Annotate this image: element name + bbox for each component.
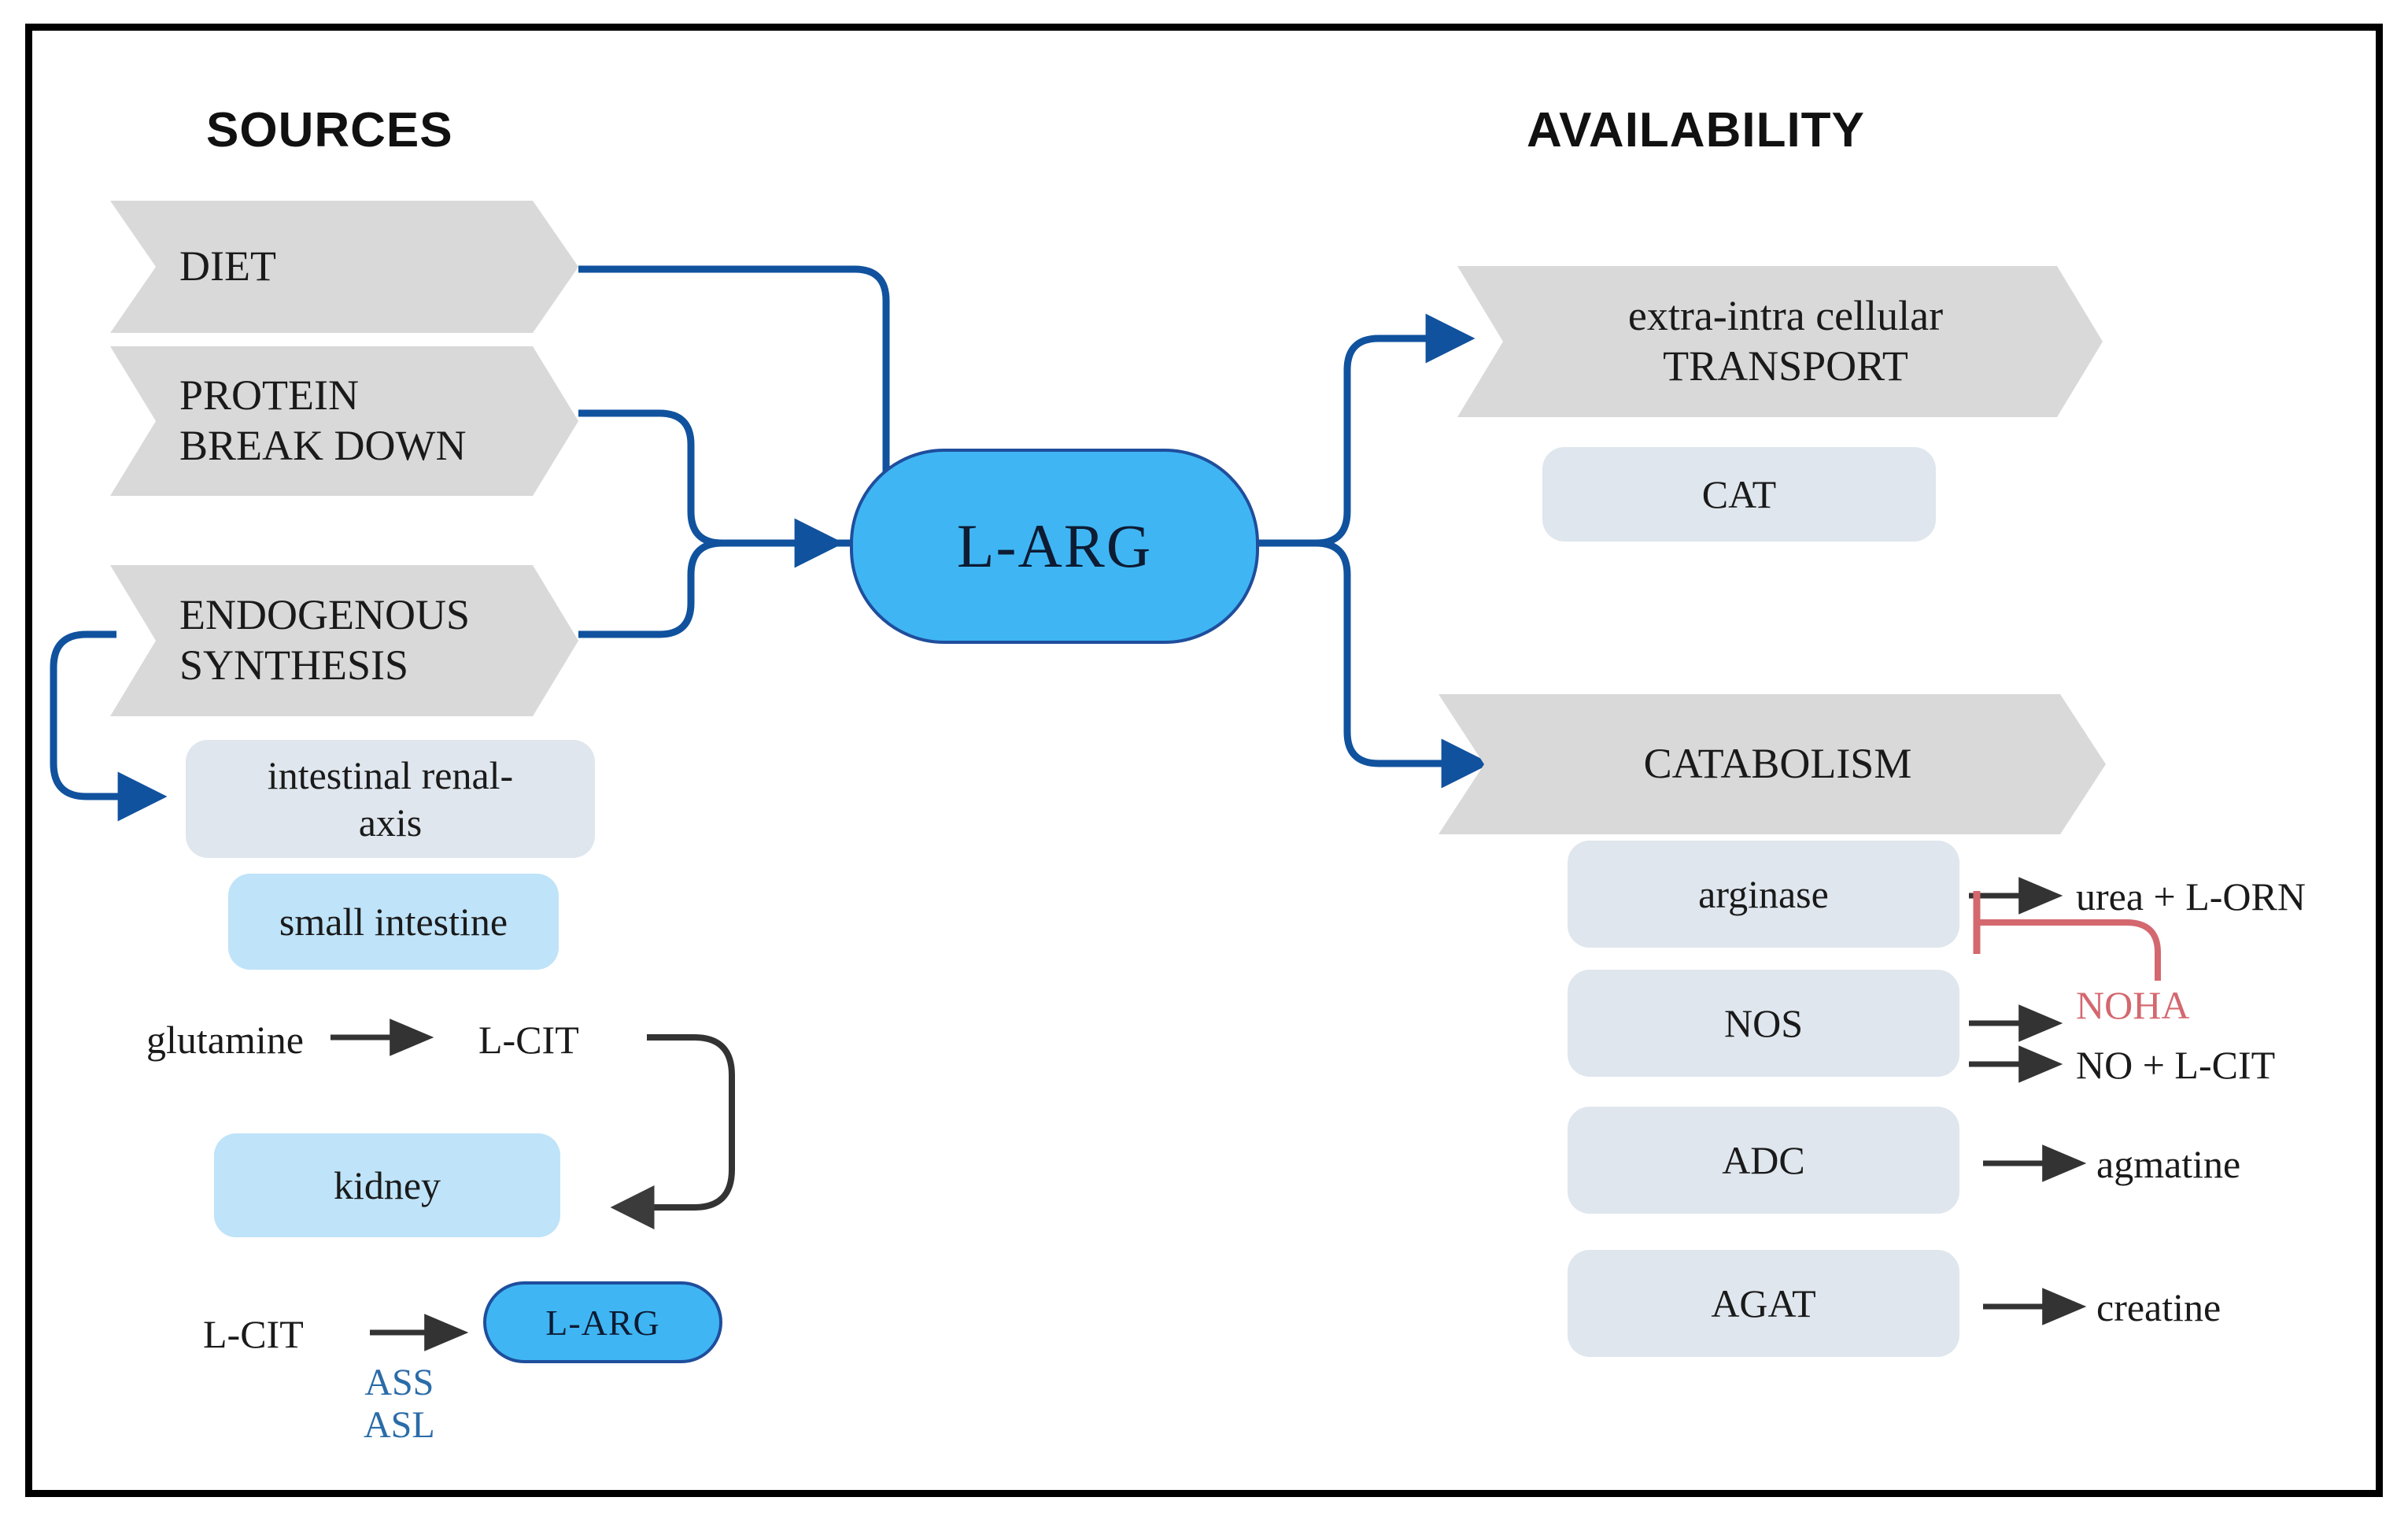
box-enzyme-adc[interactable]: ADC <box>1568 1107 1959 1214</box>
diagram-frame-border <box>25 24 2383 1497</box>
box-enzyme-nos[interactable]: NOS <box>1568 970 1959 1077</box>
availability-chevron-transport-label: extra-intra cellular TRANSPORT <box>1627 292 1944 390</box>
label-lcit-top: L-CIT <box>478 1018 579 1062</box>
label-glutamine: glutamine <box>146 1018 304 1062</box>
product-agmatine: agmatine <box>2096 1142 2241 1186</box>
source-chevron-protein-break-down-label: PROTEIN BREAK DOWN <box>179 372 467 469</box>
availability-chevron-catabolism-label: CATABOLISM <box>1643 740 1912 788</box>
product-noha: NOHA <box>2076 983 2190 1027</box>
box-enzyme-agat[interactable]: AGAT <box>1568 1250 1959 1357</box>
box-enzyme-arginase[interactable]: arginase <box>1568 841 1959 948</box>
label-lcit-bottom: L-CIT <box>203 1312 304 1356</box>
node-larg-central[interactable]: L-ARG <box>850 449 1259 644</box>
source-chevron-endogenous-synthesis-label: ENDOGENOUS SYNTHESIS <box>179 591 470 689</box>
box-kidney[interactable]: kidney <box>214 1133 560 1237</box>
label-ass-asl-enzymes: ASS ASL <box>364 1362 435 1446</box>
product-urea-lorn: urea + L-ORN <box>2076 874 2306 919</box>
source-chevron-diet-label: DIET <box>179 242 276 290</box>
product-no-lcit: NO + L-CIT <box>2076 1043 2276 1087</box>
availability-chevron-catabolism[interactable]: CATABOLISM <box>1439 694 2106 834</box>
box-intestinal-renal-axis[interactable]: intestinal renal- axis <box>186 740 595 858</box>
source-chevron-protein-break-down[interactable]: PROTEIN BREAK DOWN <box>110 346 578 496</box>
product-creatine: creatine <box>2096 1285 2221 1329</box>
sources-column-title: SOURCES <box>206 103 453 157</box>
box-small-intestine[interactable]: small intestine <box>228 874 559 970</box>
availability-chevron-transport[interactable]: extra-intra cellular TRANSPORT <box>1457 266 2103 417</box>
source-chevron-endogenous-synthesis[interactable]: ENDOGENOUS SYNTHESIS <box>110 565 578 716</box>
source-chevron-diet[interactable]: DIET <box>110 201 578 333</box>
availability-column-title: AVAILABILITY <box>1527 103 1865 157</box>
box-cat-transporter[interactable]: CAT <box>1542 447 1936 542</box>
node-larg-product[interactable]: L-ARG <box>483 1281 722 1363</box>
